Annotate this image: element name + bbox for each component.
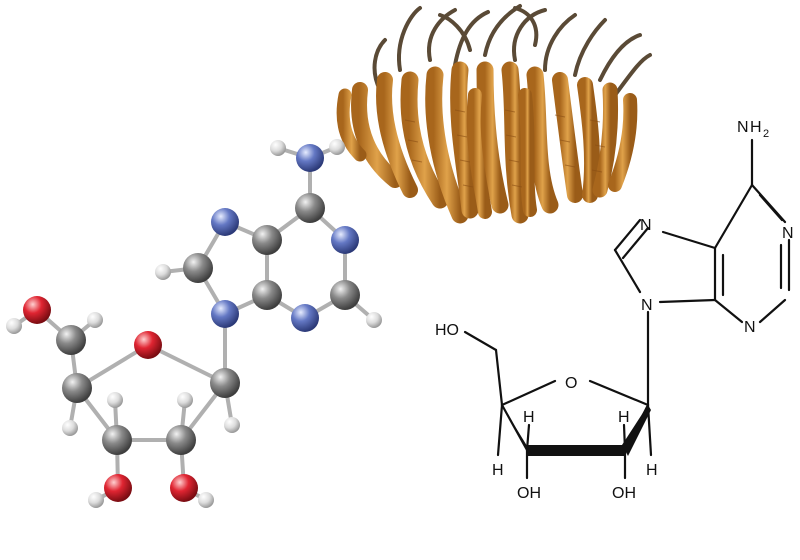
label-n9: N bbox=[641, 297, 653, 314]
formula-wedge-bond bbox=[622, 405, 651, 456]
label-h-c3: H bbox=[523, 409, 535, 426]
label-h-c2: H bbox=[618, 409, 630, 426]
cordyceps-photo bbox=[336, 4, 652, 224]
atom-h bbox=[6, 318, 22, 334]
atom-n9 bbox=[211, 300, 239, 328]
atom-c6 bbox=[295, 193, 325, 223]
label-h-c4: H bbox=[492, 462, 504, 479]
fungus-texture bbox=[404, 109, 606, 188]
atom-o2p bbox=[170, 474, 198, 502]
atom-h bbox=[270, 140, 286, 156]
atom-h bbox=[107, 392, 123, 408]
atom-c4p bbox=[62, 373, 92, 403]
label-ho: HO bbox=[435, 322, 459, 339]
label-ring-o: O bbox=[565, 375, 577, 392]
atom-h bbox=[198, 492, 214, 508]
atom-n-amino bbox=[296, 144, 324, 172]
label-nh2-n: N bbox=[737, 119, 749, 136]
label-n7: N bbox=[640, 217, 652, 234]
label-n1: N bbox=[782, 225, 794, 242]
atom-n1 bbox=[331, 226, 359, 254]
atom-o3p bbox=[104, 474, 132, 502]
atom-h bbox=[62, 420, 78, 436]
atom-c2p bbox=[166, 425, 196, 455]
model-atoms bbox=[6, 139, 382, 508]
atom-h bbox=[177, 392, 193, 408]
atom-n7 bbox=[211, 208, 239, 236]
atom-n3 bbox=[291, 304, 319, 332]
atom-c1p bbox=[210, 368, 240, 398]
atom-h bbox=[88, 492, 104, 508]
label-oh-c2: OH bbox=[612, 485, 636, 502]
atom-c4 bbox=[252, 280, 282, 310]
atom-h bbox=[155, 264, 171, 280]
label-h-c1: H bbox=[646, 462, 658, 479]
label-nh2-sub: 2 bbox=[763, 128, 769, 140]
atom-h bbox=[224, 417, 240, 433]
atom-c8 bbox=[183, 253, 213, 283]
atom-h bbox=[87, 312, 103, 328]
atom-c3p bbox=[102, 425, 132, 455]
label-oh-c3: OH bbox=[517, 485, 541, 502]
fungus-bodies bbox=[336, 61, 638, 224]
formula-wedge-bond bbox=[527, 445, 625, 456]
label-nh2-h: H bbox=[750, 119, 762, 136]
adenosine-ball-and-stick-model bbox=[6, 139, 382, 508]
label-n3: N bbox=[744, 319, 756, 336]
atom-o-ring bbox=[134, 331, 162, 359]
atom-h bbox=[366, 312, 382, 328]
atom-c5 bbox=[252, 225, 282, 255]
fungus-stalks bbox=[372, 4, 652, 97]
atom-c5p bbox=[56, 325, 86, 355]
atom-h bbox=[329, 139, 345, 155]
formula-bonds bbox=[463, 138, 791, 480]
adenosine-structural-formula: N H 2 N N N N O HO H H H H OH OH bbox=[435, 119, 794, 502]
atom-c2 bbox=[330, 280, 360, 310]
atom-o5 bbox=[23, 296, 51, 324]
formula-labels: N H 2 N N N N O HO H H H H OH OH bbox=[435, 119, 794, 502]
